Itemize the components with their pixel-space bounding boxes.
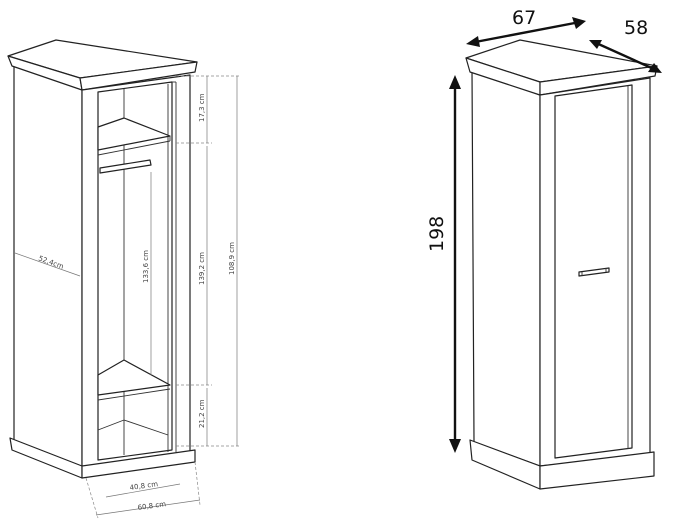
dim-interior-height: 108,9 cm xyxy=(228,242,236,275)
dim-inner-width: 40,8 cm xyxy=(129,480,158,492)
dim-width: 67 xyxy=(512,7,536,29)
open-wardrobe-drawing: 17,3 cm 139,2 cm 108,9 cm 133,6 cm 21,2 … xyxy=(7,39,240,519)
dim-outer-width: 60,8 cm xyxy=(137,500,166,512)
dim-height: 198 xyxy=(426,216,448,252)
dim-hanging-height: 133,6 cm xyxy=(142,250,150,283)
dim-depth-right: 58 xyxy=(624,17,648,39)
dim-middle-compartment: 139,2 cm xyxy=(198,252,206,285)
closed-wardrobe-drawing: 67 58 198 xyxy=(426,7,662,490)
dim-bottom-compartment: 21,2 cm xyxy=(198,399,206,428)
dim-top-compartment: 17,3 cm xyxy=(198,93,206,122)
